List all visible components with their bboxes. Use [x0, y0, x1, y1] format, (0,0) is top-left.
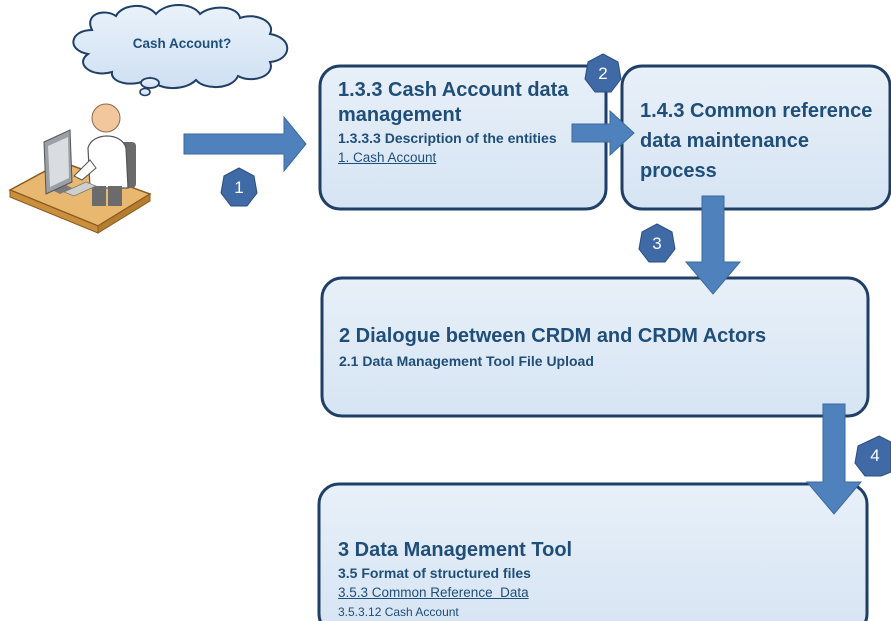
box-3-title: 2 Dialogue between CRDM and CRDM Actors — [339, 325, 767, 347]
box-2-content: 1.4.3 Common reference data maintenance … — [640, 96, 880, 186]
step-1-label: 1 — [234, 178, 244, 197]
person-at-computer-icon — [8, 103, 152, 234]
step-3-label: 3 — [652, 234, 662, 253]
arrow-box1-to-box2 — [571, 109, 635, 157]
arrow-box3-to-box4 — [805, 403, 863, 515]
arrow-person-to-box1 — [183, 115, 307, 173]
step-badge-1 — [220, 167, 258, 207]
box-1-link[interactable]: 1. Cash Account — [338, 150, 437, 165]
step-badge-2 — [584, 53, 622, 93]
box-1-subtitle: 1.3.3.3 Description of the entities — [338, 130, 557, 146]
thought-cloud-text: Cash Account? — [132, 36, 232, 51]
arrow-box2-to-box3 — [684, 195, 742, 295]
box-4-subtitle: 3.5 Format of structured files — [338, 565, 531, 581]
box-3-content: 2 Dialogue between CRDM and CRDM Actors … — [339, 324, 859, 371]
step-2-label: 2 — [598, 64, 608, 83]
box-4-content: 3 Data Management Tool 3.5 Format of str… — [338, 538, 838, 621]
box-3-subtitle: 2.1 Data Management Tool File Upload — [339, 353, 594, 369]
step-badge-3 — [638, 223, 676, 263]
thought-cloud — [72, 4, 289, 97]
box-4-shape — [317, 482, 869, 621]
step-badge-4 — [854, 435, 891, 477]
box-1-title: 1.3.3 Cash Account data management — [338, 79, 569, 126]
box-4-detail: 3.5.3.12 Cash Account — [338, 605, 459, 619]
step-4-label: 4 — [870, 446, 880, 465]
box-3-shape — [320, 276, 870, 418]
box-1-content: 1.3.3 Cash Account data management 1.3.3… — [338, 78, 588, 168]
box-4-link[interactable]: 3.5.3 Common Reference Data — [338, 585, 529, 600]
box-2-title: 1.4.3 Common reference data maintenance … — [640, 100, 873, 182]
box-4-title: 3 Data Management Tool — [338, 539, 573, 561]
